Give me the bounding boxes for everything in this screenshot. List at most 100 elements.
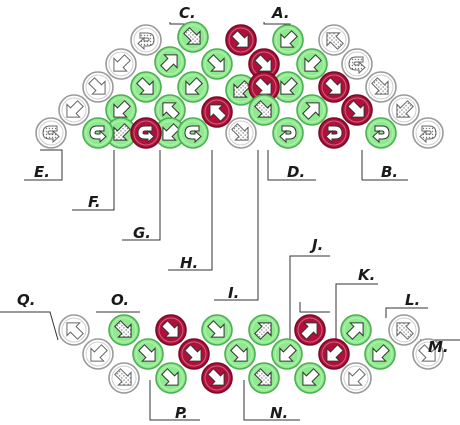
- u-turn-left-icon: [137, 125, 155, 144]
- arrow-down-right-icon: [138, 344, 156, 362]
- green-arrow-button[interactable]: [108, 314, 140, 346]
- white-arrow-button[interactable]: [105, 48, 137, 80]
- arrow-down-left-icon: [348, 368, 366, 386]
- white-arrow-button[interactable]: [412, 117, 444, 149]
- green-arrow-button[interactable]: [201, 314, 233, 346]
- white-arrow-button[interactable]: [388, 94, 420, 126]
- white-arrow-button[interactable]: [58, 94, 90, 126]
- label-o: O.: [111, 291, 129, 309]
- green-arrow-button[interactable]: [340, 314, 372, 346]
- green-arrow-button[interactable]: [177, 117, 209, 149]
- green-arrow-button[interactable]: [296, 48, 328, 80]
- green-arrow-button[interactable]: [294, 362, 326, 394]
- white-arrow-button[interactable]: [82, 338, 114, 370]
- red-arrow-button[interactable]: [178, 338, 210, 370]
- arrow-down-right-icon: [254, 54, 272, 72]
- arrow-down-right-icon: [231, 30, 249, 48]
- white-arrow-button[interactable]: [341, 48, 373, 80]
- white-arrow-button[interactable]: [412, 338, 444, 370]
- red-arrow-button[interactable]: [201, 362, 233, 394]
- arrow-up-left-icon: [66, 322, 84, 340]
- arrow-up-right-icon: [254, 322, 272, 340]
- green-arrow-button[interactable]: [248, 94, 280, 126]
- leader-line: [0, 311, 59, 341]
- red-arrow-button[interactable]: [201, 96, 233, 128]
- arrow-down-left-icon: [66, 100, 84, 118]
- label-p: P.: [175, 404, 188, 422]
- green-arrow-button[interactable]: [177, 71, 209, 103]
- arrow-down-right-icon: [161, 368, 179, 386]
- green-arrow-button[interactable]: [296, 94, 328, 126]
- u-turn-right-icon: [325, 125, 343, 144]
- leader-line: [168, 150, 213, 271]
- white-arrow-button[interactable]: [225, 117, 257, 149]
- arrow-down-left-icon: [304, 54, 322, 72]
- green-arrow-button[interactable]: [224, 338, 256, 370]
- green-arrow-button[interactable]: [271, 338, 303, 370]
- green-arrow-button[interactable]: [201, 48, 233, 80]
- red-arrow-button[interactable]: [318, 71, 350, 103]
- red-arrow-button[interactable]: [225, 24, 257, 56]
- label-c: C.: [179, 4, 196, 22]
- green-arrow-button[interactable]: [248, 362, 280, 394]
- arrow-down-left-icon: [302, 368, 320, 386]
- white-arrow-button[interactable]: [130, 24, 162, 56]
- red-arrow-button[interactable]: [318, 117, 350, 149]
- leader-line: [289, 255, 330, 350]
- white-arrow-button[interactable]: [108, 362, 140, 394]
- green-arrow-button[interactable]: [154, 94, 186, 126]
- arrow-down-right-icon: [207, 320, 225, 338]
- green-arrow-button[interactable]: [248, 314, 280, 346]
- arrow-down-left-icon: [113, 100, 131, 118]
- white-arrow-button[interactable]: [318, 24, 350, 56]
- arrow-buttons: [35, 21, 444, 394]
- green-arrow-button[interactable]: [364, 338, 396, 370]
- arrow-down-right-icon: [207, 54, 225, 72]
- white-arrow-button[interactable]: [365, 71, 397, 103]
- arrow-down-right-icon: [231, 123, 249, 141]
- green-arrow-button[interactable]: [272, 71, 304, 103]
- white-arrow-button[interactable]: [388, 314, 420, 346]
- arrow-up-right-icon: [160, 54, 178, 72]
- u-turn-right-icon: [137, 32, 155, 51]
- red-arrow-button[interactable]: [155, 314, 187, 346]
- green-arrow-button[interactable]: [132, 338, 164, 370]
- leader-line: [267, 150, 316, 181]
- green-arrow-button[interactable]: [177, 21, 209, 53]
- u-turn-left-icon: [89, 125, 107, 144]
- green-arrow-button[interactable]: [105, 94, 137, 126]
- green-arrow-button[interactable]: [154, 46, 186, 78]
- label-k: K.: [358, 266, 375, 284]
- arrow-down-right-icon: [371, 77, 389, 95]
- u-turn-left-icon: [348, 56, 366, 75]
- white-arrow-button[interactable]: [340, 362, 372, 394]
- label-j: J.: [309, 236, 323, 254]
- arrow-up-right-icon: [346, 322, 364, 340]
- leader-line: [299, 302, 330, 313]
- green-arrow-button[interactable]: [154, 117, 186, 149]
- leader-line: [24, 149, 63, 181]
- red-arrow-button[interactable]: [130, 117, 162, 149]
- label-e: E.: [34, 163, 50, 181]
- label-l: L.: [405, 291, 420, 309]
- green-arrow-button[interactable]: [130, 71, 162, 103]
- green-arrow-button[interactable]: [272, 24, 304, 56]
- green-arrow-button[interactable]: [82, 117, 114, 149]
- white-arrow-button[interactable]: [35, 117, 67, 149]
- arrow-down-right-icon: [161, 320, 179, 338]
- red-arrow-button[interactable]: [341, 94, 373, 126]
- green-arrow-button[interactable]: [272, 117, 304, 149]
- arrow-down-left-icon: [396, 100, 414, 118]
- red-arrow-button[interactable]: [248, 48, 280, 80]
- green-arrow-button[interactable]: [155, 362, 187, 394]
- red-arrow-button[interactable]: [318, 338, 350, 370]
- arrow-down-right-icon: [136, 77, 154, 95]
- green-arrow-button[interactable]: [365, 117, 397, 149]
- label-f: F.: [88, 193, 101, 211]
- leader-line: [149, 380, 200, 421]
- red-arrow-button[interactable]: [294, 314, 326, 346]
- leader-lines: [0, 22, 460, 421]
- arrow-up-left-icon: [396, 322, 414, 340]
- white-arrow-button[interactable]: [82, 71, 114, 103]
- white-arrow-button[interactable]: [58, 314, 90, 346]
